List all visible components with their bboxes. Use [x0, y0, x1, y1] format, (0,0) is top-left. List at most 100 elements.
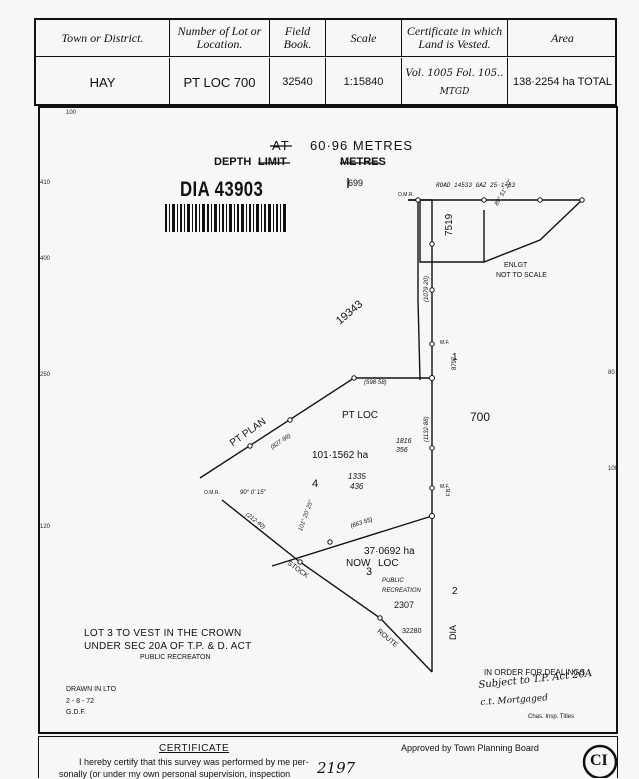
bearing-90: 90° 0' 15"	[240, 490, 266, 496]
ci-stamp: CI	[590, 752, 608, 769]
survey-point	[579, 197, 585, 203]
header-scale-label: Scale	[326, 20, 402, 56]
value-lot: PT LOC 700	[170, 58, 270, 106]
loc-699: 699	[348, 178, 364, 188]
plan-frame	[38, 106, 618, 734]
plan-title-metres-word: METRES	[340, 156, 386, 168]
survey-point	[429, 513, 435, 519]
num-32280: 32280	[402, 628, 422, 635]
value-cert-note: MTGD	[439, 86, 470, 97]
header-area-label: Area	[551, 30, 574, 45]
survey-point	[429, 341, 435, 347]
dia-label: DIA	[448, 624, 458, 640]
num-436: 436	[350, 482, 364, 491]
lot-2-label: 2	[452, 586, 458, 597]
header-cert-label: Certificate in which Land is Vested.	[402, 20, 508, 56]
boundary-enlgt	[408, 199, 583, 263]
header-field-label: Field Book.	[270, 20, 326, 56]
survey-point	[537, 197, 543, 203]
barcode	[165, 204, 286, 232]
header-table: Town or District. Number of Lot or Locat…	[34, 18, 617, 106]
drawn-date: 2 - 8 - 72	[66, 698, 95, 705]
road-note: ROAD 14533 GAZ 25·1·63	[436, 182, 516, 189]
frame-tick: 410	[40, 180, 51, 186]
lot-3-area: 37·0692 ha	[364, 546, 415, 557]
mark-fb: F.B.	[446, 487, 452, 496]
plan-title-depth: 60·96 METRES	[310, 138, 414, 153]
not-to-scale-label: NOT TO SCALE	[496, 272, 547, 279]
mark-mf-2: M.F.	[440, 484, 450, 490]
enlgt-label: ENLGT	[504, 262, 528, 269]
plan-title-limit-word: LIMIT	[258, 156, 287, 168]
boundary-stock-route	[221, 499, 433, 673]
plan-title-depth-word: DEPTH	[214, 156, 252, 168]
dealings-title: IN ORDER FOR DEALINGS	[484, 668, 585, 677]
header-lot-label: Number of Lot or Location.	[170, 20, 270, 56]
survey-point	[327, 539, 333, 545]
recreation-label: RECREATION	[382, 588, 421, 594]
boundary-plan-diagonal	[199, 377, 432, 479]
value-field-book: 32540	[270, 58, 326, 106]
survey-point	[287, 417, 293, 423]
frame-tick: 400	[40, 256, 51, 262]
ci-stamp-circle	[582, 744, 618, 778]
certificate-panel: CERTIFICATE I hereby certify that this s…	[38, 736, 618, 779]
certificate-title: CERTIFICATE	[159, 743, 230, 754]
survey-point	[297, 559, 303, 565]
boundary-lot3-top	[271, 515, 433, 567]
num-1335: 1335	[348, 472, 366, 481]
dist-1132: (1132·88)	[424, 416, 430, 442]
certificate-handwritten: 2197	[317, 759, 356, 777]
survey-point	[247, 443, 253, 449]
num-2307: 2307	[394, 600, 415, 610]
dealings-line-3: Chas. Insp. Titles	[528, 714, 575, 720]
frame-tick: 120	[40, 524, 51, 530]
loc-700: 700	[470, 410, 491, 424]
value-area: 138·2254 ha TOTAL	[512, 76, 613, 88]
pt-loc-label: PT LOC	[342, 410, 378, 421]
mark-mf: M.F.	[440, 340, 450, 346]
now-label: NOW	[346, 558, 371, 569]
num-356: 356	[396, 447, 408, 454]
frame-tick: 100	[608, 466, 619, 472]
frame-tick: 250	[40, 372, 51, 378]
dia-number: DIA 43903	[180, 178, 264, 201]
header-divider	[36, 56, 615, 57]
note-line-2: UNDER SEC 20A OF T.P. & D. ACT	[84, 641, 252, 652]
frame-tick: 80	[608, 370, 615, 376]
dist-598: (598·58)	[364, 380, 387, 386]
loc-8797: 8797	[452, 356, 458, 370]
dist-1079: (1079·20)	[424, 275, 430, 302]
value-scale: 1:15840	[326, 58, 402, 106]
survey-point	[429, 485, 435, 491]
lot-4-area: 101·1562 ha	[312, 450, 369, 461]
survey-point	[429, 445, 435, 451]
survey-point	[429, 241, 435, 247]
certificate-line-2: sonally (or under my own personal superv…	[59, 769, 291, 779]
survey-point	[415, 197, 421, 203]
certificate-line-1: I hereby certify that this survey was pe…	[79, 757, 309, 767]
loc-label: LOC	[378, 558, 399, 569]
drawn-label: DRAWN IN LTO	[66, 686, 117, 693]
header-town-label: Town or District.	[36, 20, 170, 56]
num-1816: 1816	[396, 438, 412, 445]
value-cert-vol: Vol. 1005 Fol. 105..	[405, 67, 504, 79]
mark-omr-top: O.M.R.	[398, 192, 414, 198]
note-line-1: LOT 3 TO VEST IN THE CROWN	[84, 628, 242, 639]
drawn-by: G.D.F.	[66, 709, 86, 716]
survey-point	[429, 287, 435, 293]
survey-point	[481, 197, 487, 203]
public-label: PUBLIC	[382, 578, 404, 584]
value-town: HAY	[36, 58, 170, 106]
survey-point	[351, 375, 357, 381]
loc-7519: 7519	[444, 213, 455, 236]
value-cert: Vol. 1005 Fol. 105.. MTGD	[402, 58, 508, 106]
approved-label: Approved by Town Planning Board	[401, 743, 539, 753]
frame-tick: 100	[66, 110, 77, 116]
lot-3-label: 3	[366, 566, 373, 578]
note-line-3: PUBLIC RECREATON	[140, 654, 211, 661]
mark-omr: O.M.R.	[204, 490, 220, 496]
lot-1-label: 1	[452, 352, 458, 363]
